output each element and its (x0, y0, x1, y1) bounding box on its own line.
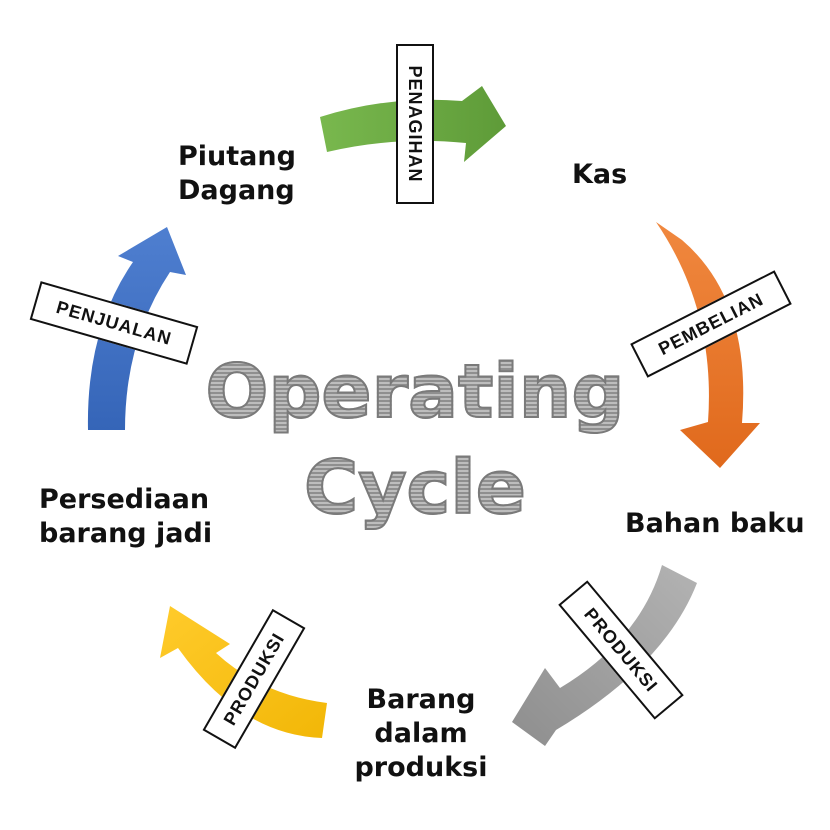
title-line-2: Cycle (175, 447, 655, 529)
stage-persediaan-line-2: barang jadi (39, 518, 213, 549)
title-line-1: Operating (175, 351, 655, 433)
produksi-2-arrow (160, 606, 327, 738)
stage-barang-line-3: produksi (354, 752, 488, 783)
stage-bahan-line-1: Bahan baku (625, 508, 805, 539)
stage-piutang-line-1: Piutang (178, 141, 296, 172)
stage-barang-dalam-produksi: Barang dalam produksi (351, 683, 491, 785)
stage-piutang-dagang: Piutang Dagang (178, 140, 296, 208)
stage-kas-line-1: Kas (572, 159, 628, 190)
stage-kas: Kas (572, 158, 627, 192)
stage-barang-line-1: Barang (366, 684, 476, 715)
stage-bahan-baku: Bahan baku (625, 507, 805, 541)
stage-piutang-line-2: Dagang (178, 175, 295, 206)
tag-penagihan: PENAGIHAN (396, 44, 434, 204)
stage-persediaan-line-1: Persediaan (39, 484, 210, 515)
stage-persediaan-barang-jadi: Persediaan barang jadi (39, 483, 212, 551)
stage-barang-line-2: dalam (374, 718, 468, 749)
